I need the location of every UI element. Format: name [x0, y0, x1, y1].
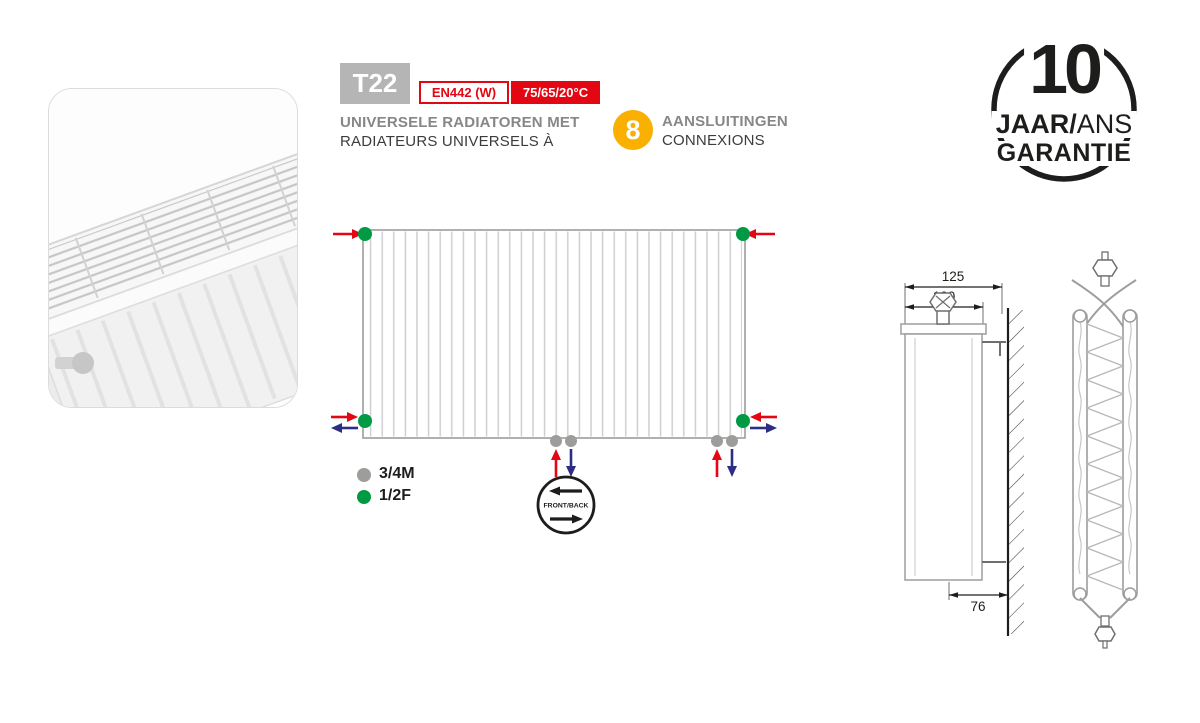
flow-arrow-bottom-right2-up — [712, 449, 722, 477]
warranty-word-fr: ANS — [1076, 109, 1133, 139]
convector-fins — [1085, 323, 1125, 591]
stamp-label: FRONT/BACK — [544, 503, 589, 510]
connection-dot-gray — [550, 435, 562, 447]
flow-arrow-bottom-right2-down — [727, 449, 737, 477]
warranty-separator: / — [1069, 109, 1077, 139]
front-back-stamp: FRONT/BACK — [536, 475, 596, 535]
connection-dot-green — [358, 227, 372, 241]
warranty-word-garantie: GARANTIE — [992, 141, 1136, 166]
flow-arrow-bottom-left-out — [331, 423, 358, 433]
flow-arrow-bottom-center-down — [566, 449, 576, 477]
legend-green-dot — [357, 490, 371, 504]
temperature-badge: 75/65/20°C — [511, 81, 600, 104]
flow-arrow-bottom-right-out — [750, 423, 777, 433]
connection-dot-gray — [711, 435, 723, 447]
flow-arrow-top-left — [333, 229, 363, 239]
radiator-photo — [48, 88, 298, 408]
wall-bracket-top — [982, 341, 1006, 356]
connection-dot-green — [358, 414, 372, 428]
side-view — [900, 292, 1006, 581]
section-view — [1071, 251, 1138, 649]
radiator-body — [49, 127, 297, 407]
standard-badge: EN442 (W) — [419, 81, 509, 104]
connections-count-badge: 8 — [613, 110, 653, 150]
flow-arrow-bottom-center-up — [551, 449, 561, 477]
valve-stem — [936, 309, 950, 325]
warranty-years: 10 — [1024, 34, 1104, 104]
title-french: RADIATEURS UNIVERSELS À — [340, 133, 554, 150]
dimension-76-label: 76 — [970, 599, 985, 614]
radiator-photo-illustration — [49, 89, 297, 407]
title-dutch: UNIVERSELE RADIATOREN MET — [340, 114, 580, 131]
warranty-word-nl: JAAR — [995, 109, 1070, 139]
connection-dot-green — [736, 414, 750, 428]
dimension-125: 125 — [904, 269, 1003, 330]
radiator-fins — [366, 231, 742, 437]
wall — [1006, 308, 1024, 636]
radiator-front-diagram — [331, 227, 777, 477]
warranty-badge: 10 JAAR/ANS GARANTIE — [985, 30, 1143, 188]
technical-drawings: 125 100 — [900, 251, 1138, 649]
stamp-arrow-left — [549, 486, 582, 496]
warranty-word-line: JAAR/ANS — [991, 109, 1137, 139]
connection-dot-gray — [565, 435, 577, 447]
legend-gray-dot — [357, 468, 371, 482]
connections-label-french: CONNEXIONS — [662, 132, 765, 149]
connection-dot-green — [736, 227, 750, 241]
section-drain-valve — [1094, 626, 1116, 642]
stamp-arrow-right — [550, 514, 583, 524]
valve-knob — [72, 352, 94, 374]
connections-label-dutch: AANSLUITINGEN — [662, 113, 788, 130]
section-top-valve — [1092, 259, 1118, 277]
dimension-125-label: 125 — [942, 269, 965, 284]
dimension-76: 76 — [948, 582, 1008, 614]
model-type-badge: T22 — [340, 63, 410, 104]
legend-gray-label: 3/4M — [379, 465, 415, 482]
legend-green-label: 1/2F — [379, 487, 412, 504]
flow-arrow-bottom-right-in — [750, 412, 777, 422]
connection-dot-gray — [726, 435, 738, 447]
flow-arrow-top-right — [745, 229, 775, 239]
flow-arrow-bottom-left-in — [331, 412, 358, 422]
